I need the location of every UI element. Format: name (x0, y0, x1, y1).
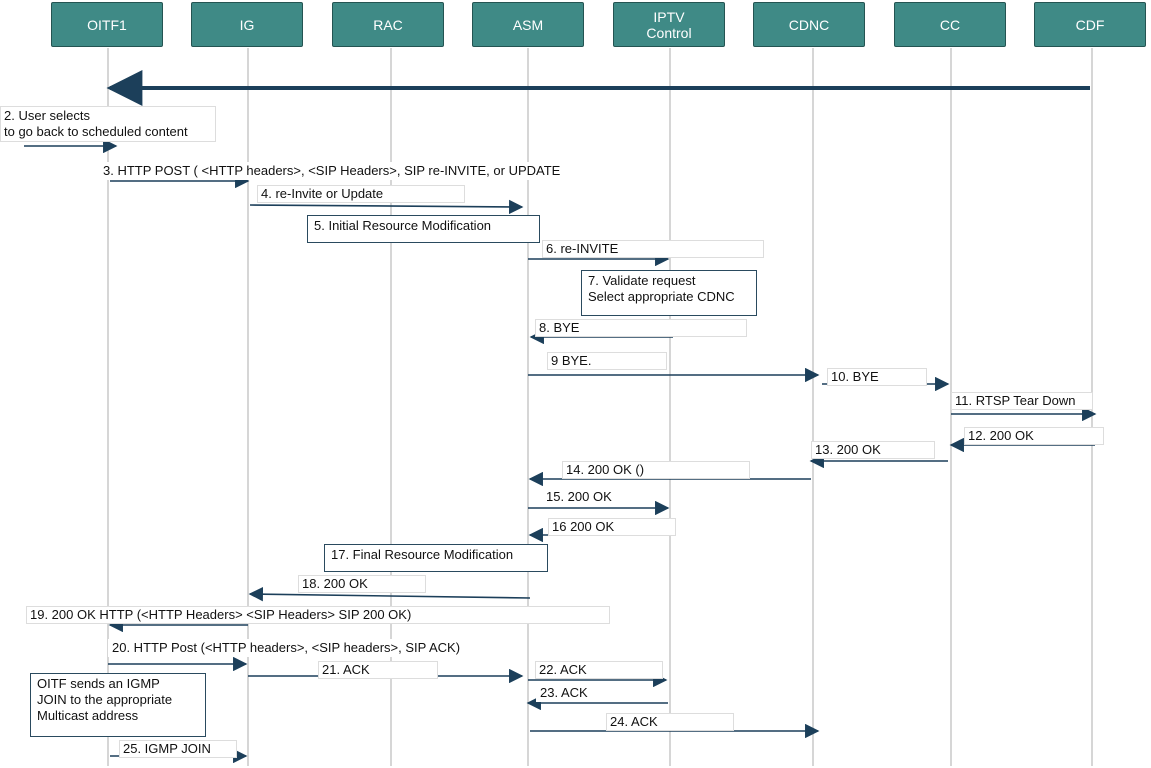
msg-4-arrow (249, 199, 524, 215)
msg-23-label: 23. ACK (536, 684, 592, 702)
msg-18-arrow (248, 586, 531, 602)
entity-cdf: CDF (1034, 2, 1146, 47)
msg-15-label: 15. 200 OK (542, 488, 616, 506)
msg-12-label: 12. 200 OK (964, 427, 1104, 445)
msg-20-label: 20. HTTP Post (<HTTP headers>, <SIP head… (108, 639, 465, 657)
msg-13-label: 13. 200 OK (811, 441, 935, 459)
note-final-resource-modification: 17. Final Resource Modification (324, 544, 548, 572)
msg-14-label: 14. 200 OK () (562, 461, 750, 479)
msg-18-label: 18. 200 OK (298, 575, 426, 593)
entity-oitf1: OITF1 (51, 2, 163, 47)
msg-19-label: 19. 200 OK HTTP (<HTTP Headers> <SIP Hea… (26, 606, 610, 624)
msg-8-label: 8. BYE (535, 319, 747, 337)
entity-iptv-control: IPTV Control (613, 2, 725, 47)
msg-9-label: 9 BYE. (547, 352, 667, 370)
msg-2-label: 2. User selects to go back to scheduled … (0, 106, 216, 142)
msg-24-label: 24. ACK (606, 713, 734, 731)
msg-16-label: 16 200 OK (548, 518, 676, 536)
msg-11-label: 11. RTSP Tear Down (951, 392, 1093, 410)
msg-4-label: 4. re-Invite or Update (257, 185, 465, 203)
entity-asm: ASM (472, 2, 584, 47)
note-oitf-igmp-join: OITF sends an IGMP JOIN to the appropria… (30, 673, 206, 737)
msg-3-label: 3. HTTP POST ( <HTTP headers>, <SIP Head… (99, 162, 565, 180)
msg-22-label: 22. ACK (535, 661, 663, 679)
msg-10-label: 10. BYE (827, 368, 927, 386)
entity-cdnc: CDNC (753, 2, 865, 47)
note-validate-request: 7. Validate request Select appropriate C… (581, 270, 757, 316)
entity-ig: IG (191, 2, 303, 47)
entity-cc: CC (894, 2, 1006, 47)
msg-21-label: 21. ACK (318, 661, 438, 679)
msg-25-label: 25. IGMP JOIN (119, 740, 237, 758)
msg-6-label: 6. re-INVITE (542, 240, 764, 258)
note-initial-resource-modification: 5. Initial Resource Modification (307, 215, 540, 243)
entity-rac: RAC (332, 2, 444, 47)
